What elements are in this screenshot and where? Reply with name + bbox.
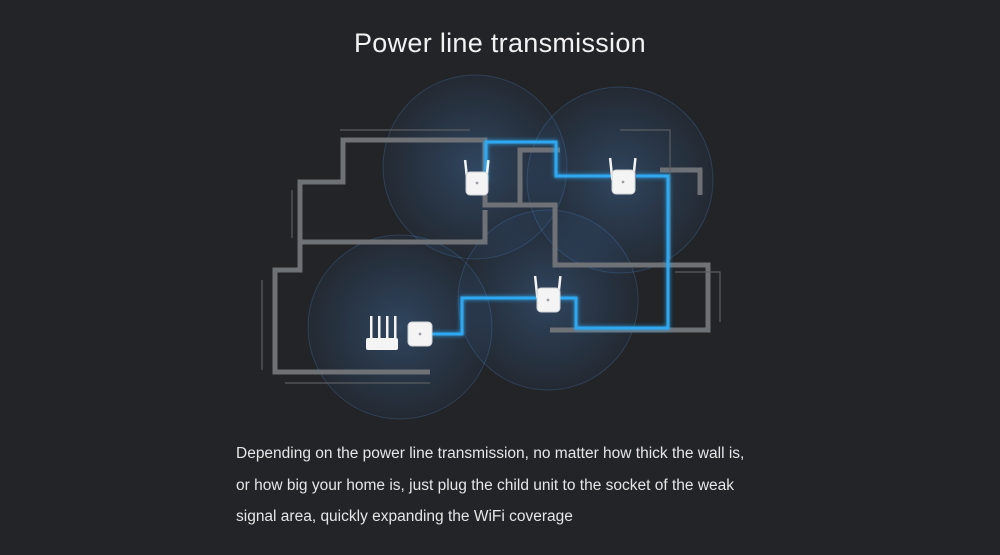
- coverage-circle: [307, 234, 493, 420]
- child-unit-icon: [608, 157, 637, 195]
- wall: [300, 210, 488, 245]
- description-line: or how big your home is, just plug the c…: [236, 476, 734, 494]
- page-title: Power line transmission: [353, 28, 646, 58]
- wall: [297, 137, 711, 333]
- floor-plan-thin-lines: [261, 129, 721, 384]
- description-line: Depending on the power line transmission…: [236, 445, 745, 462]
- floor-plan-walls: [272, 137, 711, 375]
- child-unit-icon: [463, 159, 490, 196]
- child-unit-icon: [533, 275, 562, 313]
- description-text: Depending on the power line transmission…: [236, 438, 836, 533]
- wifi-coverage-areas: [307, 74, 714, 420]
- main-unit-icon: [407, 321, 433, 347]
- wall: [272, 242, 430, 375]
- description-line: signal area, quickly expanding the WiFi …: [236, 508, 573, 525]
- router-icon: [366, 316, 398, 350]
- wall: [660, 167, 703, 195]
- wall: [517, 147, 560, 205]
